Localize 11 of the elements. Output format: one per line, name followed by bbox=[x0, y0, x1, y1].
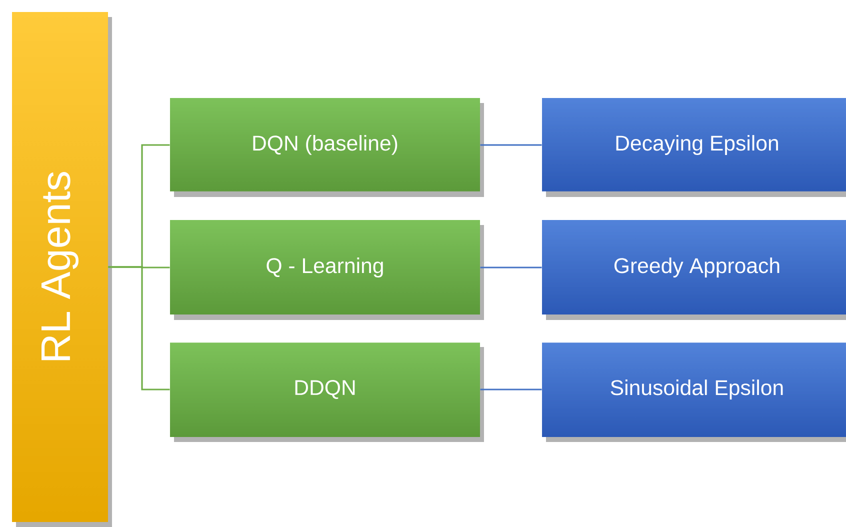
connector-line bbox=[480, 266, 542, 268]
process-box: Sinusoidal Epsilon bbox=[542, 342, 846, 442]
process-box: Greedy Approach bbox=[542, 220, 846, 320]
vertical-bar: RL Agents bbox=[12, 12, 112, 527]
connector-line bbox=[480, 388, 542, 390]
process-box: DDQN bbox=[170, 342, 484, 442]
connector-line bbox=[480, 144, 542, 146]
process-box: Decaying Epsilon bbox=[542, 98, 846, 197]
process-box: DQN (baseline) bbox=[170, 98, 484, 197]
connector-line bbox=[108, 266, 170, 390]
process-box: Q - Learning bbox=[170, 220, 484, 320]
